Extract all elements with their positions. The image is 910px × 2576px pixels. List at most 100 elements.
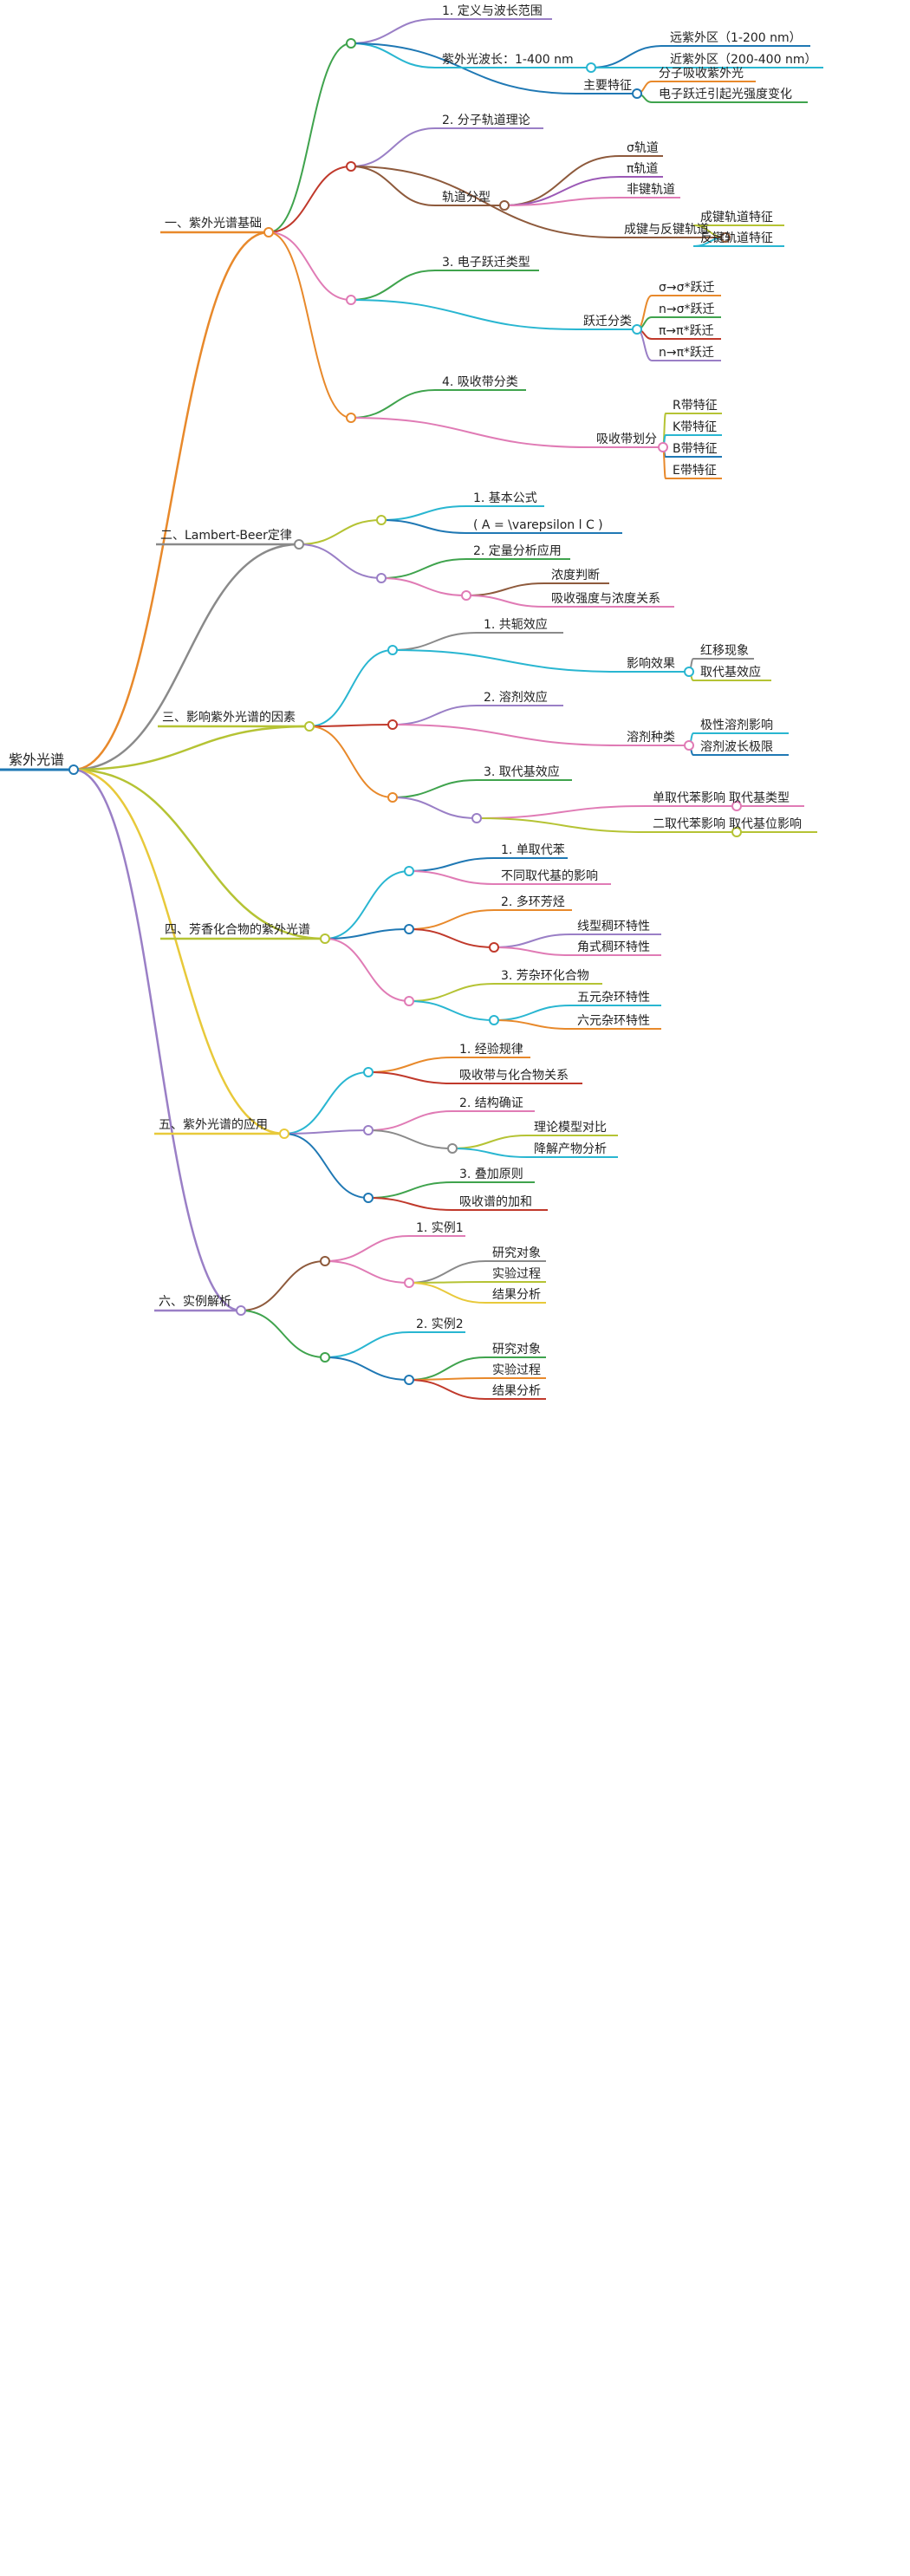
node-s5c[interactable]	[363, 1193, 374, 1203]
link-s5c	[283, 1133, 369, 1199]
link-s3a2	[392, 649, 621, 673]
node-s3b[interactable]	[387, 719, 398, 730]
node-s6b[interactable]	[320, 1352, 330, 1363]
link-s3b1	[392, 705, 478, 725]
link-s5b1	[367, 1110, 453, 1131]
link-s1	[73, 231, 270, 771]
topic-s1b3a: 成键轨道特征	[700, 211, 773, 224]
node-s3c2[interactable]	[471, 813, 482, 823]
topic-s3b2b: 溶剂波长极限	[700, 740, 773, 754]
node-s4c[interactable]	[404, 996, 414, 1006]
link-s6b2c	[408, 1379, 486, 1400]
link-s4c1	[408, 983, 495, 1002]
link-s6a2	[324, 1260, 410, 1284]
link-s5	[73, 768, 285, 1135]
topic-s3c1: 3. 取代基效应	[484, 764, 560, 779]
link-s4a	[324, 870, 410, 940]
node-s3c2a[interactable]	[731, 801, 742, 811]
section-s1: 一、紫外光谱基础	[165, 216, 262, 231]
topic-s1b2c: 非键轨道	[627, 183, 675, 197]
topic-s1a3a: 分子吸收紫外光	[659, 67, 744, 81]
node-s1c[interactable]	[346, 295, 356, 305]
topic-s6a2b: 实验过程	[492, 1267, 541, 1281]
topic-s1d2: 吸收带划分	[596, 433, 657, 446]
section-s2: 二、Lambert-Beer定律	[160, 529, 292, 543]
link-s4a2	[408, 870, 495, 885]
link-s5c1	[367, 1181, 453, 1199]
node-s1a[interactable]	[346, 38, 356, 49]
root-topic: 紫外光谱	[9, 751, 64, 768]
topic-s6b2a: 研究对象	[492, 1343, 541, 1356]
node-s1a2[interactable]	[586, 62, 596, 73]
topic-s4b2a: 线型稠环特性	[577, 920, 650, 933]
topic-s1b2: 轨道分型	[442, 191, 491, 205]
node-s4b2[interactable]	[489, 942, 499, 953]
link-s4b	[324, 928, 410, 940]
node-s1d[interactable]	[346, 413, 356, 423]
topic-s3b2a: 极性溶剂影响	[700, 719, 773, 732]
link-s1d	[268, 231, 352, 419]
topic-s1c2c: π→π*跃迁	[659, 324, 714, 338]
topic-s1b3b: 反键轨道特征	[700, 231, 773, 245]
node-s2[interactable]	[294, 539, 304, 550]
topic-s4b2b: 角式稠环特性	[577, 940, 650, 954]
section-s6: 六、实例解析	[159, 1295, 231, 1309]
link-s3	[73, 725, 310, 771]
link-s4b1	[408, 909, 495, 930]
topic-s1a2b: 近紫外区（200-400 nm）	[670, 53, 816, 67]
topic-s1c2d: n→π*跃迁	[659, 346, 714, 360]
node-s6a2[interactable]	[404, 1278, 414, 1288]
node-s3a2[interactable]	[684, 667, 694, 677]
node-s1a3[interactable]	[632, 88, 642, 99]
node-s5b2[interactable]	[447, 1143, 458, 1154]
node-s2a[interactable]	[376, 515, 387, 525]
node-s2b2[interactable]	[461, 590, 471, 601]
section-s4: 四、芳香化合物的紫外光谱	[165, 922, 310, 937]
node-s6b2[interactable]	[404, 1375, 414, 1385]
topic-s3a2: 影响效果	[627, 657, 675, 671]
node-s4a[interactable]	[404, 866, 414, 876]
node-s6[interactable]	[236, 1305, 246, 1316]
link-s2b2a	[465, 582, 545, 596]
topic-s6b1: 2. 实例2	[416, 1317, 464, 1331]
node-s3a[interactable]	[387, 645, 398, 655]
topic-s4a2: 不同取代基的影响	[501, 868, 598, 883]
node-s5b[interactable]	[363, 1125, 374, 1135]
link-s4c2	[408, 1000, 495, 1021]
node-s5[interactable]	[279, 1129, 289, 1139]
link-s4	[73, 768, 326, 940]
node-s5a[interactable]	[363, 1067, 374, 1077]
node-s1d2[interactable]	[658, 442, 668, 452]
topic-s4c2b: 六元杂环特性	[577, 1014, 650, 1028]
node-s4c2[interactable]	[489, 1015, 499, 1025]
node-s1b[interactable]	[346, 161, 356, 172]
root-node[interactable]	[68, 764, 79, 775]
node-s3c2b[interactable]	[731, 827, 742, 837]
link-s6a1	[324, 1235, 410, 1262]
node-s4b[interactable]	[404, 924, 414, 934]
topic-s2b1: 2. 定量分析应用	[473, 543, 562, 558]
node-s2b[interactable]	[376, 573, 387, 583]
topic-s3a2a: 红移现象	[700, 644, 749, 658]
node-s1[interactable]	[263, 227, 274, 237]
link-s5b	[283, 1129, 369, 1135]
node-s1c2[interactable]	[632, 324, 642, 335]
topic-s6b2b: 实验过程	[492, 1363, 541, 1377]
topic-s6b2c: 结果分析	[492, 1384, 541, 1398]
node-s4[interactable]	[320, 933, 330, 944]
link-s5b2b	[452, 1148, 528, 1158]
link-s1b3	[350, 166, 618, 238]
node-s3b2[interactable]	[684, 740, 694, 751]
link-s3b	[309, 724, 393, 727]
link-s4b2	[408, 928, 495, 948]
link-s5a	[283, 1071, 369, 1135]
topic-s1a2: 紫外光波长：1-400 nm	[442, 53, 574, 67]
node-s1b3[interactable]	[720, 232, 731, 243]
node-s6a[interactable]	[320, 1256, 330, 1266]
link-s6b	[240, 1310, 326, 1358]
node-s3c[interactable]	[387, 792, 398, 803]
node-s1b2[interactable]	[499, 200, 510, 211]
node-s3[interactable]	[304, 721, 315, 732]
topic-s1d2a: R带特征	[673, 399, 718, 413]
topic-s3c2b1: 取代基位影响	[729, 816, 802, 831]
